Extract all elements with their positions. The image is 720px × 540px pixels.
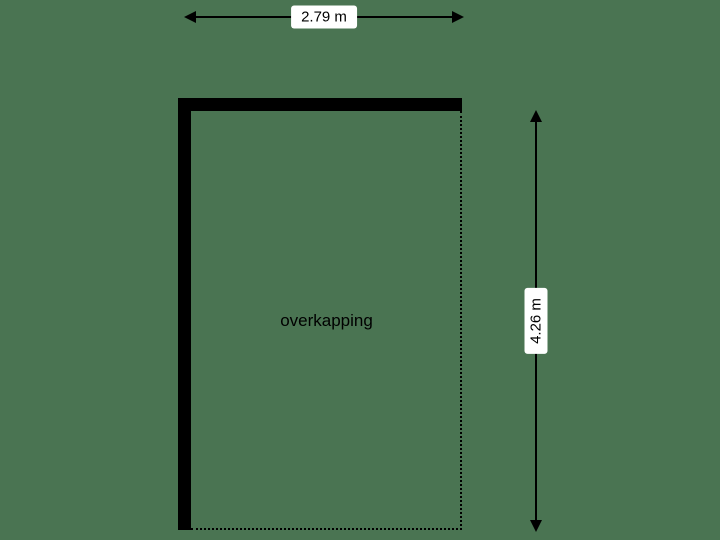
arrowhead-up-icon <box>530 110 542 122</box>
height-dimension-label: 4.26 m <box>524 288 548 354</box>
height-dimension: 4.26 m <box>524 110 548 532</box>
arrowhead-right-icon <box>452 11 464 23</box>
arrowhead-left-icon <box>184 11 196 23</box>
wall-top <box>178 98 462 111</box>
room-label: overkapping <box>280 310 373 330</box>
room-overkapping: overkapping <box>178 98 462 530</box>
open-edge-bottom <box>191 528 462 530</box>
arrowhead-down-icon <box>530 520 542 532</box>
open-edge-right <box>460 111 462 530</box>
width-dimension-label: 2.79 m <box>291 5 357 29</box>
width-dimension: 2.79 m <box>184 5 464 29</box>
wall-left <box>178 98 191 530</box>
